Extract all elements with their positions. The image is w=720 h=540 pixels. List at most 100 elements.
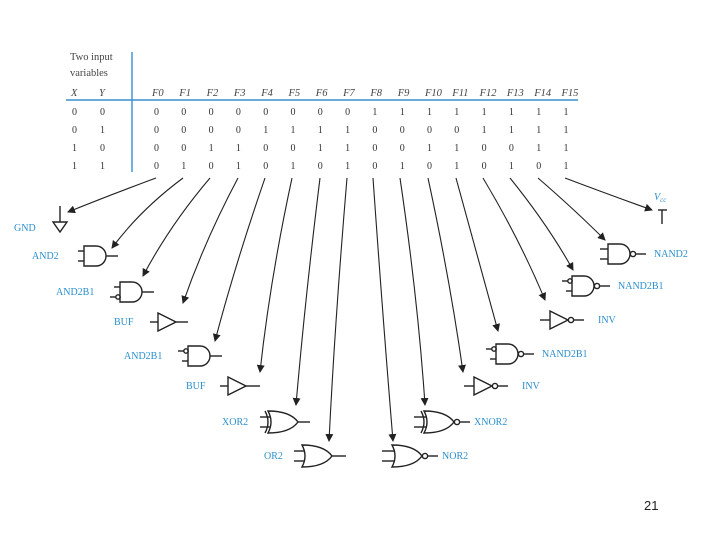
nand2b1-gate-right-2 — [562, 275, 610, 297]
arrow-f3 — [181, 177, 239, 304]
cell-f3: 1 — [236, 161, 241, 172]
cell-f2: 0 — [209, 107, 214, 118]
cell-f10: 0 — [427, 125, 432, 136]
cell-f11: 0 — [454, 125, 459, 136]
label-gnd: GND — [14, 223, 36, 234]
slide-number: 21 — [644, 498, 659, 513]
and2b1-gate-left-2 — [178, 345, 222, 367]
cell-f10: 1 — [427, 143, 432, 154]
cell-f15: 1 — [564, 107, 569, 118]
cell-x: 1 — [72, 161, 77, 172]
cell-f7: 1 — [345, 161, 350, 172]
cell-f14: 1 — [536, 107, 541, 118]
label-vcc-main: V — [654, 192, 662, 203]
cell-f3: 1 — [236, 143, 241, 154]
vcc-symbol — [658, 209, 667, 224]
cell-f5: 1 — [291, 161, 296, 172]
cell-f1: 1 — [181, 161, 186, 172]
arrow-f12 — [482, 177, 546, 301]
y-header: Y — [99, 88, 106, 99]
cell-f8: 0 — [372, 143, 377, 154]
arrow-f2 — [142, 177, 211, 277]
cell-f6: 0 — [318, 107, 323, 118]
arrow-f6 — [292, 177, 321, 406]
function-header-f2: F2 — [206, 88, 219, 99]
cell-f15: 1 — [564, 161, 569, 172]
xor2-gate — [260, 410, 310, 434]
label-inv-right-2: INV — [598, 315, 617, 326]
cell-f14: 1 — [536, 143, 541, 154]
function-header-f10: F10 — [424, 88, 443, 99]
label-inv-right-1: INV — [522, 381, 541, 392]
nand2b1-gate-right-1 — [486, 343, 534, 365]
arrow-f5 — [256, 177, 293, 373]
function-header-f15: F15 — [561, 88, 579, 99]
table-title-line1: Two input — [70, 52, 113, 63]
arrow-f11 — [455, 177, 501, 332]
cell-x: 0 — [72, 125, 77, 136]
function-header-f3: F3 — [233, 88, 246, 99]
arrow-f9 — [399, 177, 429, 406]
gates — [51, 206, 667, 468]
cell-f13: 0 — [509, 143, 514, 154]
function-header-f5: F5 — [288, 88, 301, 99]
inv-gate-right-2 — [540, 309, 584, 331]
cell-f3: 0 — [236, 125, 241, 136]
function-header-f0: F0 — [151, 88, 164, 99]
cell-f2: 0 — [209, 125, 214, 136]
cell-f10: 1 — [427, 107, 432, 118]
cell-f11: 1 — [454, 143, 459, 154]
cell-f8: 0 — [372, 161, 377, 172]
cell-f7: 1 — [345, 125, 350, 136]
cell-x: 1 — [72, 143, 77, 154]
arrow-f13 — [509, 177, 574, 271]
x-header: X — [70, 88, 78, 99]
arrow-f14 — [537, 177, 606, 241]
function-header-f14: F14 — [533, 88, 552, 99]
cell-f1: 0 — [181, 107, 186, 118]
arrow-f10 — [427, 177, 466, 373]
xnor2-gate — [414, 410, 470, 434]
buf-gate-left-1 — [150, 311, 188, 333]
label-vcc-sub: cc — [660, 196, 667, 204]
arrow-f8 — [372, 177, 397, 442]
function-header-f4: F4 — [260, 88, 273, 99]
and2b1-gate-left-1 — [110, 281, 154, 303]
function-header-f6: F6 — [315, 88, 328, 99]
cell-f0: 0 — [154, 143, 159, 154]
label-nand2b1-right-1: NAND2B1 — [542, 349, 588, 360]
cell-f11: 1 — [454, 107, 459, 118]
label-buf-left-2: BUF — [186, 381, 206, 392]
cell-y: 1 — [100, 125, 105, 136]
cell-f1: 0 — [181, 125, 186, 136]
function-header-f8: F8 — [369, 88, 382, 99]
function-header-f11: F11 — [451, 88, 468, 99]
label-nor2: NOR2 — [442, 451, 468, 462]
label-and2: AND2 — [32, 251, 59, 262]
buf-gate-left-2 — [220, 375, 260, 397]
arrow-f15 — [564, 177, 653, 212]
label-xor2: XOR2 — [222, 417, 248, 428]
label-nand2: NAND2 — [654, 249, 688, 260]
cell-f12: 1 — [482, 107, 487, 118]
cell-f9: 0 — [400, 125, 405, 136]
cell-f14: 0 — [536, 161, 541, 172]
cell-f15: 1 — [564, 143, 569, 154]
function-header-f12: F12 — [479, 88, 498, 99]
cell-y: 1 — [100, 161, 105, 172]
cell-f11: 1 — [454, 161, 459, 172]
cell-f7: 1 — [345, 143, 350, 154]
cell-f12: 0 — [482, 143, 487, 154]
arrows — [67, 177, 653, 442]
cell-y: 0 — [100, 107, 105, 118]
cell-f2: 1 — [209, 143, 214, 154]
cell-f4: 0 — [263, 107, 268, 118]
label-buf-left-1: BUF — [114, 317, 134, 328]
cell-f1: 0 — [181, 143, 186, 154]
